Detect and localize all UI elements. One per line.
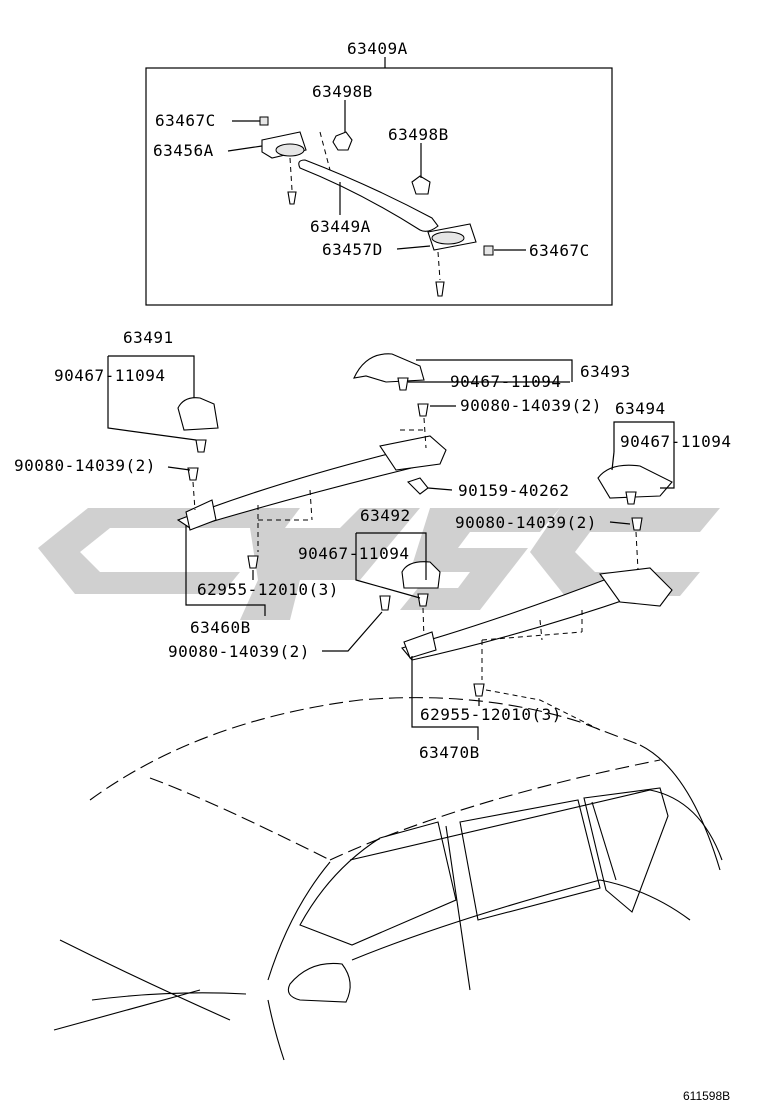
label-90159-40262: 90159-40262 [458, 481, 569, 500]
label-63498B-top: 63498B [312, 82, 373, 101]
label-63494: 63494 [615, 399, 666, 418]
label-90080-14039-left: 90080-14039(2) [14, 456, 156, 475]
label-90080-14039-lower: 90080-14039(2) [168, 642, 310, 661]
label-90467-11094-left: 90467-11094 [54, 366, 165, 385]
crossbar-assembly [259, 116, 494, 297]
assembly-box-63409A [145, 67, 613, 306]
right-roof-rail [401, 567, 673, 731]
label-63449A: 63449A [310, 217, 371, 236]
watermark-logo [38, 508, 720, 620]
label-63467C-right: 63467C [529, 241, 590, 260]
label-90080-14039-right: 90080-14039(2) [455, 513, 597, 532]
label-63498B-right: 63498B [388, 125, 449, 144]
label-63460B: 63460B [190, 618, 251, 637]
label-63409A: 63409A [347, 39, 408, 58]
cover-63492 [401, 561, 441, 641]
label-90467-11094-mid: 90467-11094 [450, 372, 561, 391]
cover-63493 [353, 353, 429, 495]
label-63470B: 63470B [419, 743, 480, 762]
label-63456A: 63456A [153, 141, 214, 160]
label-63492: 63492 [360, 506, 411, 525]
label-90080-14039-mid: 90080-14039(2) [460, 396, 602, 415]
part-number-labels: 63409A 63498B 63467C 63456A 63498B 63449… [14, 39, 731, 1103]
label-63467C-left: 63467C [155, 111, 216, 130]
label-63491: 63491 [123, 328, 174, 347]
left-roof-rail [176, 397, 447, 611]
label-62955-12010-left: 62955-12010(3) [197, 580, 339, 599]
label-62955-12010-right: 62955-12010(3) [420, 705, 562, 724]
leader-lines-top [227, 100, 526, 251]
diagram-code: 611598B [683, 1089, 730, 1103]
label-63493: 63493 [580, 362, 631, 381]
label-63457D: 63457D [322, 240, 383, 259]
car-body-outline [53, 697, 723, 1061]
label-90467-11094-right: 90467-11094 [620, 432, 731, 451]
leader-lines-rails [107, 355, 675, 740]
label-90467-11094-lower: 90467-11094 [298, 544, 409, 563]
cover-63494 [597, 464, 673, 571]
